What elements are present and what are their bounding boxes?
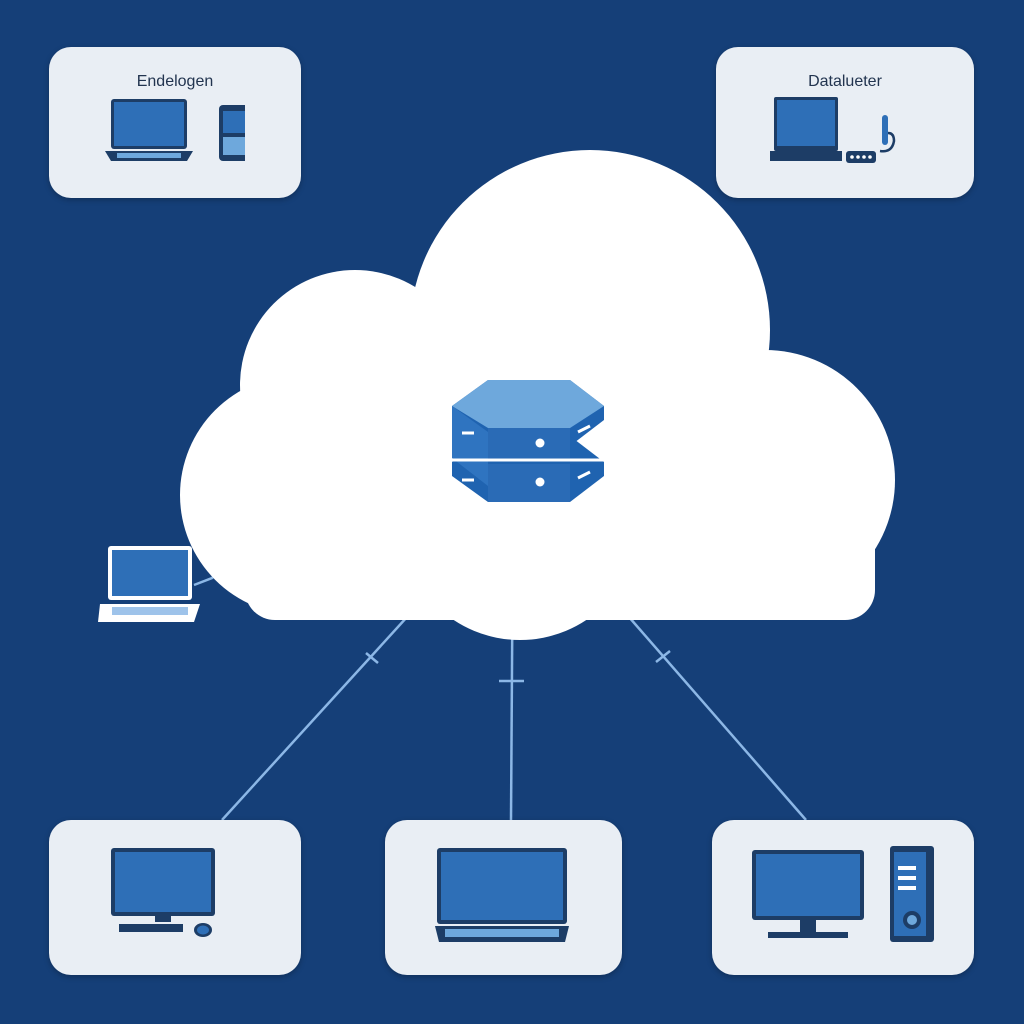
smartphone-icon bbox=[219, 105, 245, 161]
cloud-icon bbox=[180, 150, 895, 640]
laptop-icon bbox=[435, 848, 569, 942]
card-top-left[interactable]: Endelogen bbox=[49, 47, 301, 198]
desktop-monitor-icon bbox=[111, 848, 215, 922]
mouse-icon bbox=[194, 923, 212, 937]
laptop-icon bbox=[105, 99, 193, 161]
card-bottom-right-devices bbox=[752, 846, 934, 942]
pc-tower-icon bbox=[890, 846, 934, 942]
card-top-left-devices bbox=[105, 99, 245, 161]
desktop-monitor-icon bbox=[752, 850, 864, 938]
card-top-right[interactable]: Datalueter bbox=[716, 47, 974, 198]
server-icon bbox=[452, 380, 604, 502]
card-bottom-right[interactable] bbox=[712, 820, 974, 975]
card-bottom-center[interactable] bbox=[385, 820, 622, 975]
keyboard-icon bbox=[119, 924, 183, 932]
connector-tick-right bbox=[655, 650, 671, 663]
side-laptop-icon bbox=[98, 546, 200, 622]
card-top-left-label: Endelogen bbox=[136, 73, 214, 90]
laptop-icon bbox=[770, 97, 842, 161]
card-bottom-left[interactable] bbox=[49, 820, 301, 975]
card-bottom-center-devices bbox=[435, 848, 569, 942]
card-bottom-left-devices bbox=[111, 848, 215, 937]
router-icon bbox=[846, 115, 896, 163]
card-top-right-label: Datalueter bbox=[808, 73, 882, 90]
card-top-right-devices bbox=[770, 97, 896, 163]
connector-tick-left bbox=[365, 652, 379, 664]
